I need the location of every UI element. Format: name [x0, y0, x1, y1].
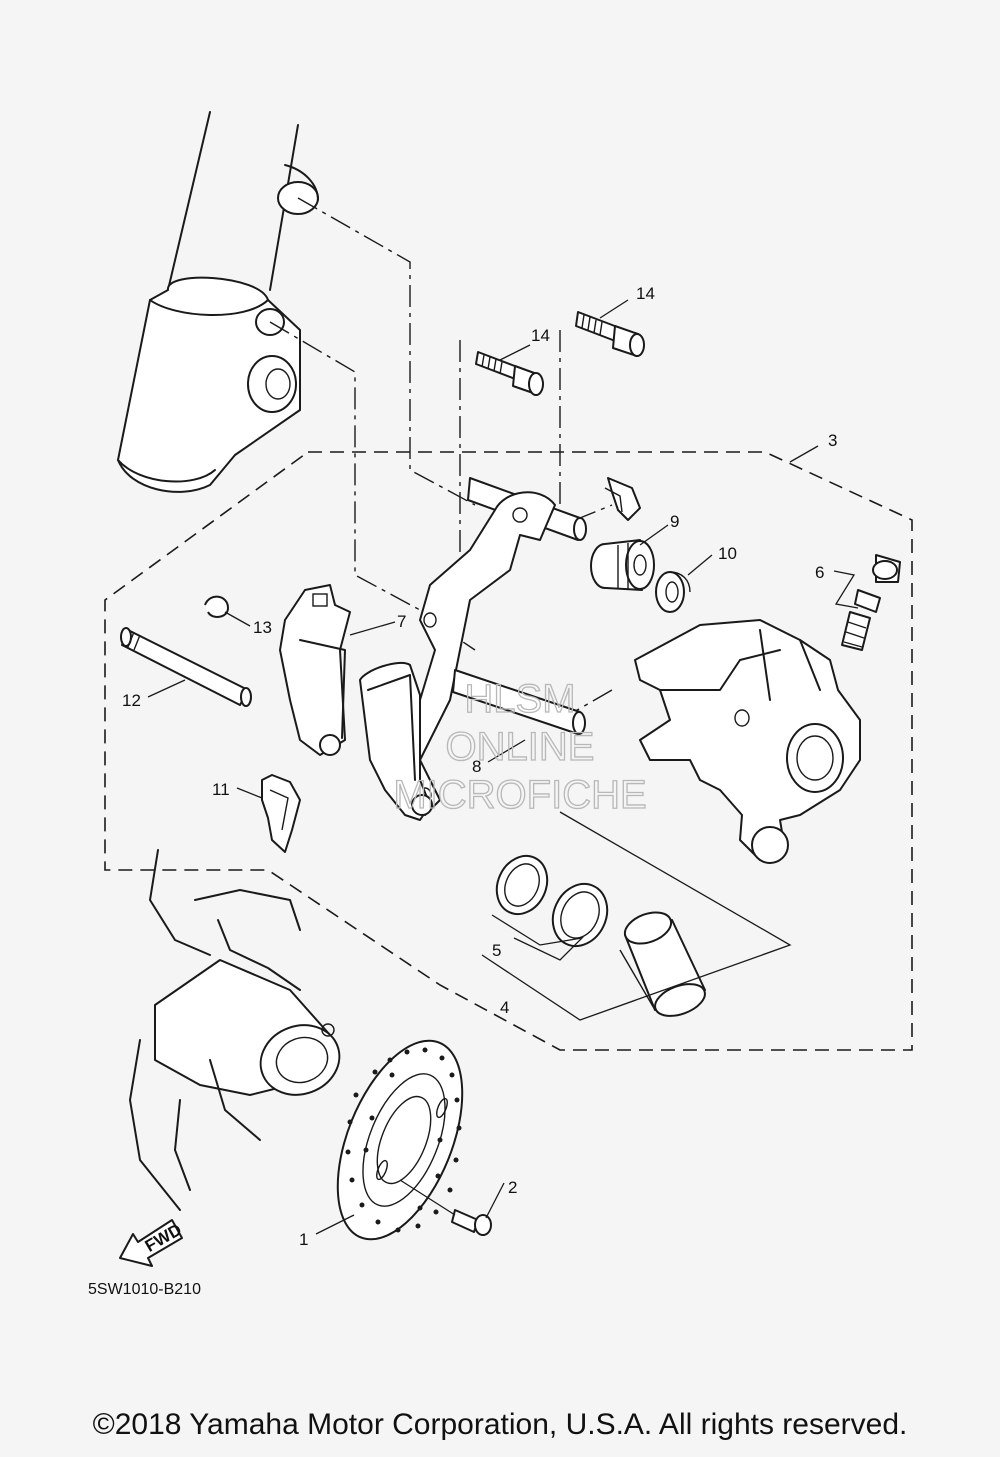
fork-leg — [117, 111, 319, 493]
diagram-code: 5SW1010-B210 — [88, 1281, 201, 1298]
callout-10: 10 — [718, 544, 737, 563]
pin-boot-9 — [590, 539, 655, 591]
wheel-hub — [129, 849, 341, 1211]
disc-bolt — [399, 1179, 492, 1236]
callout-14a: 14 — [531, 326, 550, 345]
bracket-4 — [481, 811, 792, 1021]
piston-seals — [495, 854, 609, 948]
callout-14b: 14 — [636, 284, 655, 303]
bracket-5 — [491, 914, 584, 961]
watermark-line-1: HLSM — [464, 677, 575, 721]
brake-pad-inner — [359, 661, 433, 821]
copyright-notice: ©2018 Yamaha Motor Corporation, U.S.A. A… — [92, 1408, 908, 1441]
callout-9: 9 — [670, 512, 679, 531]
callout-6: 6 — [815, 563, 824, 582]
piston — [619, 911, 706, 1017]
brake-disc — [336, 1039, 464, 1241]
bleed-screw — [841, 554, 901, 651]
watermark-line-3: MICROFICHE — [393, 773, 646, 817]
leader-lines — [147, 299, 859, 1235]
callout-4: 4 — [500, 998, 509, 1017]
callout-8: 8 — [472, 757, 481, 776]
callout-3: 3 — [828, 431, 837, 450]
callout-2: 2 — [508, 1178, 517, 1197]
watermark-line-2: ONLINE — [446, 725, 595, 769]
callout-13: 13 — [253, 618, 272, 637]
callout-1: 1 — [299, 1230, 308, 1249]
caliper-assembly-boundary — [104, 451, 913, 1051]
bolt-14b — [575, 311, 645, 357]
fwd-arrow-icon: FWD — [119, 1219, 185, 1267]
pad-support-clip — [604, 477, 641, 521]
brake-pad-outer — [279, 584, 351, 756]
caliper-body — [634, 619, 861, 864]
pad-spring-11 — [261, 774, 301, 853]
callout-12: 12 — [122, 691, 141, 710]
bolt-14a — [475, 351, 544, 396]
callout-11: 11 — [212, 780, 230, 799]
callout-5: 5 — [492, 941, 501, 960]
callout-7: 7 — [397, 612, 406, 631]
clip-13 — [204, 595, 229, 618]
pad-pin-12 — [120, 627, 252, 707]
watermark: HLSM ONLINE MICROFICHE — [393, 676, 648, 817]
pin-boot-10 — [655, 571, 691, 613]
